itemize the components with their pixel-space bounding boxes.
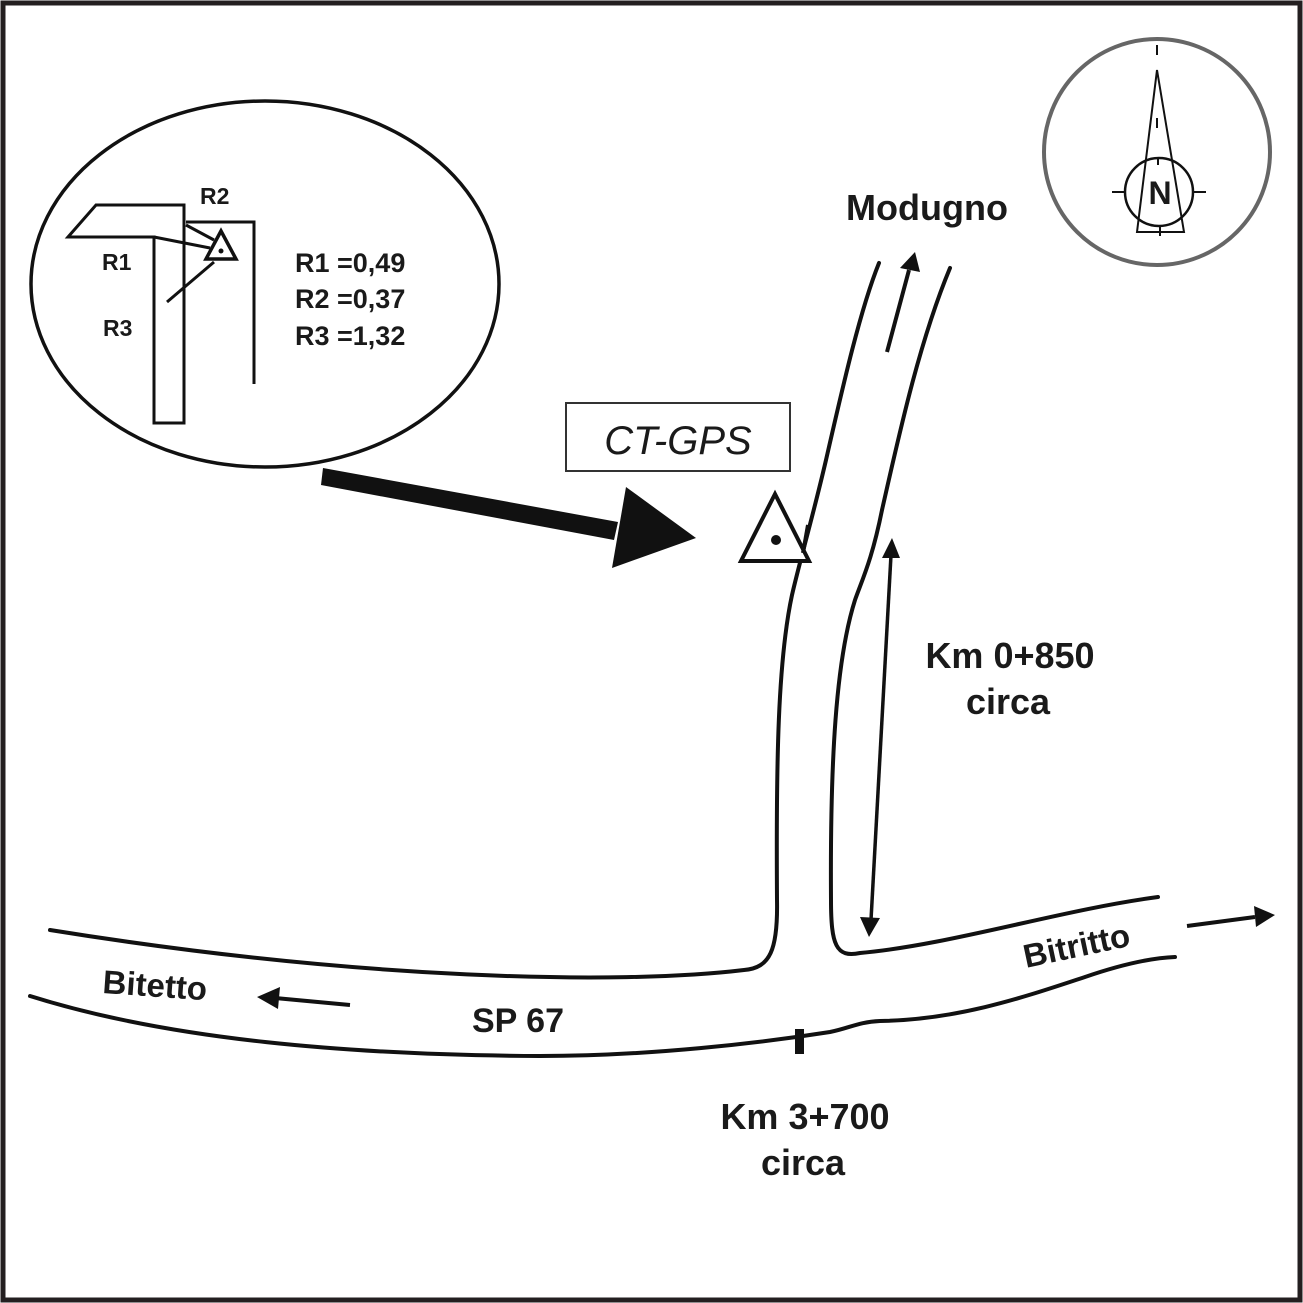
arrow-to-bitetto-icon: [257, 987, 351, 1009]
inset-label-r1: R1: [102, 249, 132, 275]
branch-distance-line2: circa: [966, 681, 1051, 722]
inset-ellipse: [29, 99, 501, 469]
station-marker: [737, 489, 813, 563]
destination-modugno: Modugno: [846, 187, 1008, 228]
inset-measure-r1: R1 =0,49: [295, 248, 405, 278]
distance-double-arrow-icon: [860, 538, 900, 937]
station-label-box: CT-GPS: [565, 402, 791, 472]
inset-detail: R2 R1 R3 R1 =0,49 R2 =0,37 R3 =1,32: [29, 99, 501, 469]
marker-distance-line1: Km 3+700: [720, 1096, 889, 1137]
inset-wall: [186, 220, 256, 384]
main-road-south-edge: [28, 955, 1177, 1058]
destination-bitetto: Bitetto: [102, 963, 209, 1007]
road-name-sp67: SP 67: [472, 1002, 564, 1040]
branch-road-west-edge: [48, 261, 881, 980]
station-triangle-icon: [737, 489, 813, 563]
station-name: CT-GPS: [604, 419, 752, 463]
inset-label-r2: R2: [200, 183, 229, 209]
inset-ref-line-r2: [185, 223, 215, 242]
branch-distance-line1: Km 0+850: [925, 635, 1094, 676]
arrow-to-bitritto-icon: [1186, 906, 1275, 928]
inset-building: [64, 203, 186, 425]
branch-road-east-edge: [828, 266, 1160, 956]
pointer-arrow-icon: [321, 468, 696, 568]
marker-distance-line2: circa: [761, 1142, 846, 1183]
inset-station-triangle-icon: [203, 227, 239, 261]
km-marker-tick: [795, 1029, 804, 1054]
station-dot-icon: [771, 535, 781, 545]
compass-ring: [1042, 37, 1272, 267]
arrow-to-modugno-icon: [885, 252, 920, 353]
inset-station-dot-icon: [218, 248, 224, 254]
north-arrow-compass: N: [1042, 37, 1272, 267]
inset-measure-r3: R3 =1,32: [295, 321, 405, 351]
inset-label-r3: R3: [103, 315, 132, 341]
inset-measure-r2: R2 =0,37: [295, 284, 405, 314]
inset-ref-line-r3: [166, 260, 215, 304]
inset-ref-line-r1: [153, 235, 211, 250]
north-label: N: [1148, 175, 1171, 211]
